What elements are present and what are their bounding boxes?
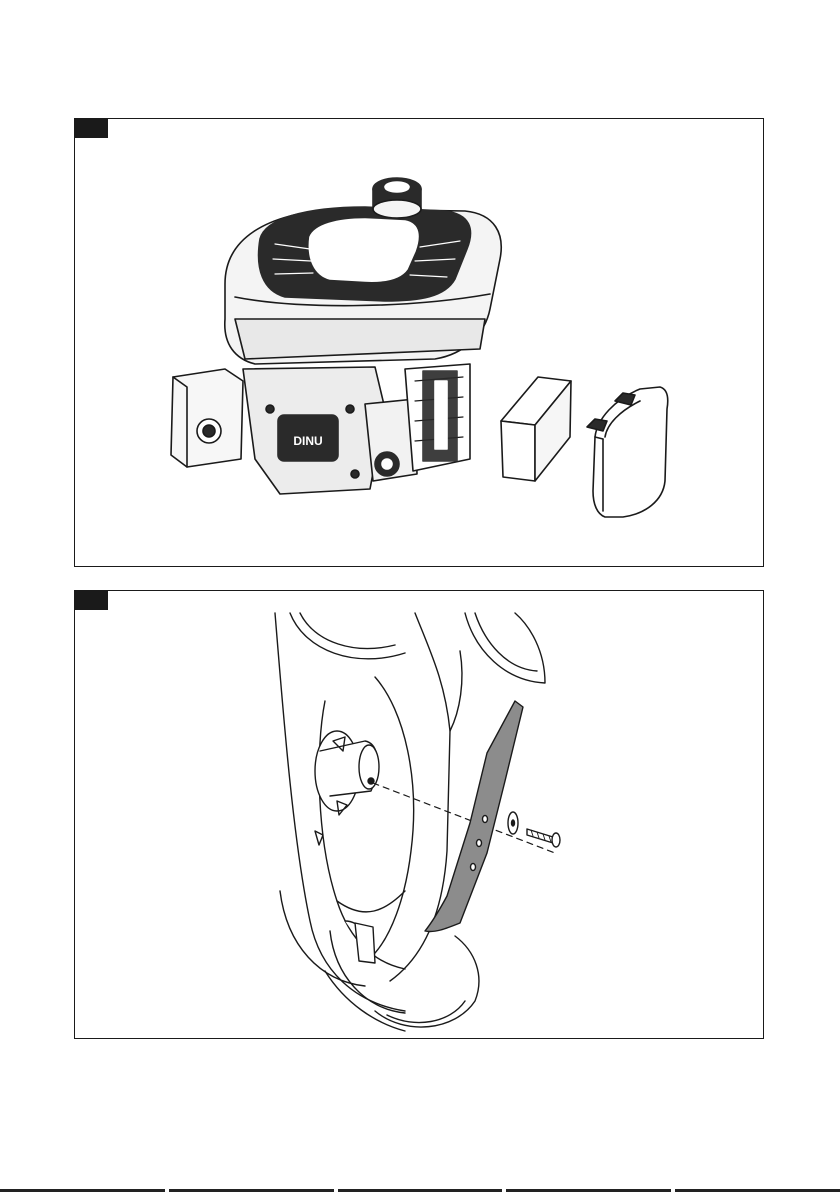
air-filter-cover bbox=[587, 387, 668, 517]
engine-unit: DINU bbox=[171, 178, 501, 494]
air-filter-sponge bbox=[501, 377, 571, 481]
washer bbox=[508, 812, 518, 834]
mower-deck-underside bbox=[275, 613, 545, 1031]
drive-hub bbox=[315, 731, 379, 845]
cutting-blade bbox=[425, 701, 523, 932]
blade-assembly-illustration bbox=[75, 591, 764, 1039]
figure-panel-2 bbox=[74, 590, 764, 1039]
engine-brand-label: DINU bbox=[293, 434, 322, 448]
engine-illustration: DINU bbox=[75, 119, 764, 567]
figure-panel-1: DINU bbox=[74, 118, 764, 567]
